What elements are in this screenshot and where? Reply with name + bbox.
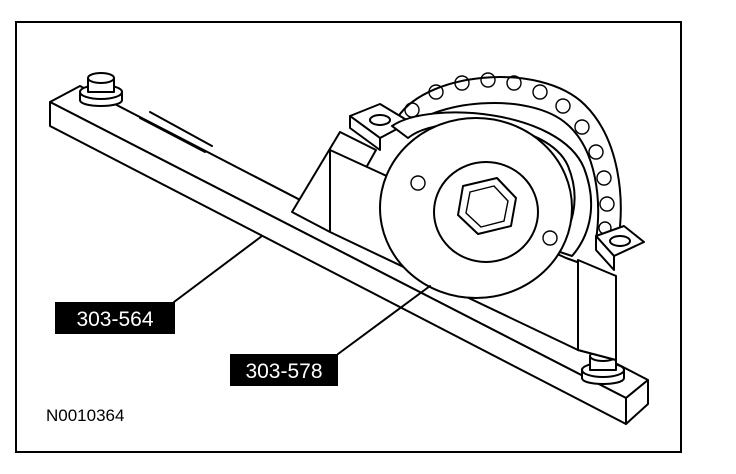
figure-frame bbox=[15, 21, 682, 453]
pulley bbox=[379, 117, 573, 299]
callout-303-578: 303-578 bbox=[230, 354, 338, 386]
callout-303-564: 303-564 bbox=[55, 302, 175, 334]
pulley-hole-1 bbox=[410, 175, 426, 191]
figure-id: N0010364 bbox=[46, 406, 124, 425]
leader-line-303-578 bbox=[337, 285, 431, 355]
callout-label-303-564: 303-564 bbox=[76, 308, 153, 331]
bolt-left bbox=[79, 72, 123, 107]
pulley-hole-2 bbox=[542, 230, 558, 246]
leader-line-303-564 bbox=[173, 235, 263, 303]
callout-label-303-578: 303-578 bbox=[245, 360, 322, 383]
bracket-bottom bbox=[595, 225, 645, 271]
